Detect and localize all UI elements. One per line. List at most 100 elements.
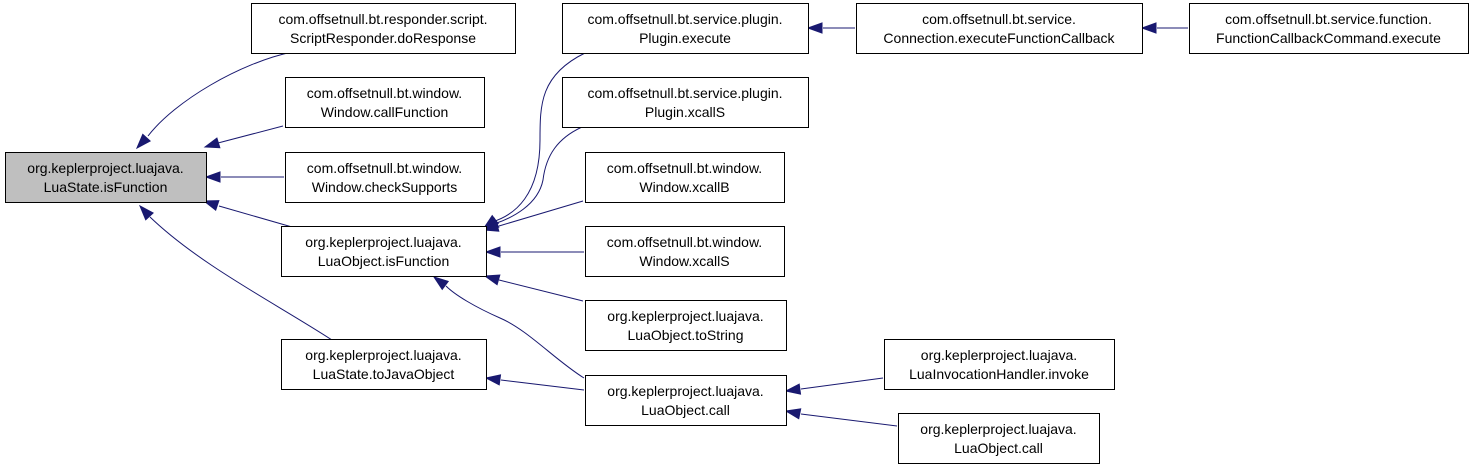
node-label-line: com.offsetnull.bt.window. (307, 85, 462, 101)
node-label-line: Window.checkSupports (312, 179, 458, 195)
arrowhead (204, 171, 221, 183)
edge-line (498, 200, 584, 227)
node-label-line: com.offsetnull.bt.window. (607, 160, 762, 176)
node-box (281, 226, 487, 277)
arrowhead (203, 137, 221, 149)
node-label-line: com.offsetnull.bt.service.plugin. (587, 11, 782, 27)
node-windowXcallB[interactable]: com.offsetnull.bt.window. Window.xcallB (585, 152, 785, 203)
edge-toString-to-isFunctionObj (483, 274, 584, 302)
node-label-line: Connection.executeFunctionCallback (883, 30, 1115, 46)
node-label-line: com.offsetnull.bt.window. (307, 160, 462, 176)
node-label-line: org.keplerproject.luajava. (27, 160, 183, 176)
edge-line (445, 285, 585, 379)
node-toString[interactable]: org.keplerproject.luajava. LuaObject.toSt… (585, 300, 787, 351)
node-pluginXcallS[interactable]: com.offsetnull.bt.service.plugin. Plugin.… (562, 77, 809, 128)
node-label-line: org.keplerproject.luajava. (921, 347, 1077, 363)
node-box (285, 77, 485, 128)
arrowhead (806, 22, 823, 34)
node-label-line: com.offsetnull.bt.responder.script. (278, 11, 487, 27)
edge-luaObjectCall2-to-luaObjectCall (784, 408, 898, 427)
node-box (5, 152, 207, 203)
edge-line (800, 413, 898, 427)
node-label-line: org.keplerproject.luajava. (607, 308, 763, 324)
node-callFunction[interactable]: com.offsetnull.bt.window. Window.callFunc… (285, 77, 485, 128)
node-windowXcallS[interactable]: com.offsetnull.bt.window. Window.xcallS (585, 226, 785, 277)
node-label-line: org.keplerproject.luajava. (920, 421, 1076, 437)
node-box (562, 77, 809, 128)
node-executeFunctionCallback[interactable]: com.offsetnull.bt.service. Connection.exe… (856, 3, 1143, 54)
node-box (585, 152, 785, 203)
node-label-line: Window.callFunction (321, 104, 449, 120)
edge-line (491, 52, 586, 223)
node-box (251, 3, 516, 54)
node-box (285, 152, 485, 203)
arrowhead (784, 383, 802, 395)
edge-functionCallbackExecute-to-executeFunctionCallback (1140, 22, 1188, 34)
node-label-line: LuaObject.toString (628, 327, 744, 343)
node-box (898, 413, 1100, 464)
node-label-line: com.offsetnull.bt.service.function. (1225, 11, 1432, 27)
arrowhead (484, 374, 502, 386)
node-label-line: org.keplerproject.luajava. (607, 383, 763, 399)
node-box (562, 3, 809, 54)
arrowhead (483, 274, 501, 286)
edge-windowXcallS-to-isFunctionObj (484, 246, 584, 258)
edge-line (500, 379, 585, 391)
edge-executeFunctionCallback-to-pluginExecute (806, 22, 855, 34)
arrowhead (484, 246, 501, 258)
node-label-line: com.offsetnull.bt.service.plugin. (587, 85, 782, 101)
edge-line (493, 126, 583, 225)
edge-pluginXcallS-to-isFunctionObj (482, 126, 583, 230)
edge-line (218, 205, 293, 228)
edge-doResponse-to-isFunctionState (135, 51, 293, 150)
node-label-line: FunctionCallbackCommand.execute (1216, 30, 1441, 46)
node-label-line: LuaState.toJavaObject (313, 366, 455, 382)
node-label-line: LuaState.isFunction (44, 179, 168, 195)
node-label-line: org.keplerproject.luajava. (305, 347, 461, 363)
node-invocationInvoke[interactable]: org.keplerproject.luajava. LuaInvocationH… (884, 339, 1115, 390)
arrowhead (139, 204, 154, 221)
node-label-line: LuaObject.call (954, 440, 1043, 456)
nodes-layer: org.keplerproject.luajava. LuaState.isFun… (5, 3, 1469, 464)
node-label-line: LuaObject.call (641, 402, 730, 418)
node-label-line: Window.xcallB (639, 179, 729, 195)
node-label-line: LuaInvocationHandler.invoke (909, 366, 1089, 382)
edge-invocationInvoke-to-luaObjectCall (784, 377, 884, 395)
node-label-line: Plugin.xcallS (645, 104, 725, 120)
node-box (856, 3, 1143, 54)
node-box (585, 300, 787, 351)
node-toJavaObject[interactable]: org.keplerproject.luajava. LuaState.toJav… (281, 339, 487, 390)
node-pluginExecute[interactable]: com.offsetnull.bt.service.plugin. Plugin.… (562, 3, 809, 54)
edge-luaObjectCall-to-toJavaObject (484, 374, 585, 391)
node-luaObjectCall2[interactable]: org.keplerproject.luajava. LuaObject.call (898, 413, 1100, 464)
node-luaObjectCall[interactable]: org.keplerproject.luajava. LuaObject.call (585, 375, 787, 426)
edge-line (498, 279, 584, 302)
node-doResponse[interactable]: com.offsetnull.bt.responder.script. Scrip… (251, 3, 516, 54)
edge-checkSupports-to-isFunctionState (204, 171, 284, 183)
node-label-line: Plugin.execute (639, 30, 731, 46)
node-isFunctionState[interactable]: org.keplerproject.luajava. LuaState.isFun… (5, 152, 207, 203)
node-functionCallbackExecute[interactable]: com.offsetnull.bt.service.function. Funct… (1189, 3, 1469, 54)
node-box (1189, 3, 1469, 54)
edge-line (800, 377, 884, 390)
edge-callFunction-to-isFunctionState (203, 125, 284, 149)
edge-line (149, 216, 333, 341)
node-box (585, 375, 787, 426)
arrowhead (202, 200, 220, 212)
arrowhead (482, 220, 500, 232)
edge-luaObjectCall-to-isFunctionObj (432, 276, 585, 379)
node-box (585, 226, 785, 277)
node-label-line: com.offsetnull.bt.service. (922, 11, 1076, 27)
node-isFunctionObj[interactable]: org.keplerproject.luajava.LuaObject.isFu… (281, 226, 487, 277)
edge-windowXcallB-to-isFunctionObj (482, 200, 584, 232)
arrowhead (784, 408, 802, 420)
node-label-line: ScriptResponder.doResponse (290, 30, 476, 46)
arrowhead (432, 276, 450, 291)
arrowhead (1140, 22, 1157, 34)
node-label-line: com.offsetnull.bt.window. (607, 234, 762, 250)
edge-toJavaObject-to-isFunctionState (139, 204, 333, 341)
node-label-line: Window.xcallS (639, 253, 729, 269)
node-box (281, 339, 487, 390)
node-checkSupports[interactable]: com.offsetnull.bt.window. Window.checkSup… (285, 152, 485, 203)
